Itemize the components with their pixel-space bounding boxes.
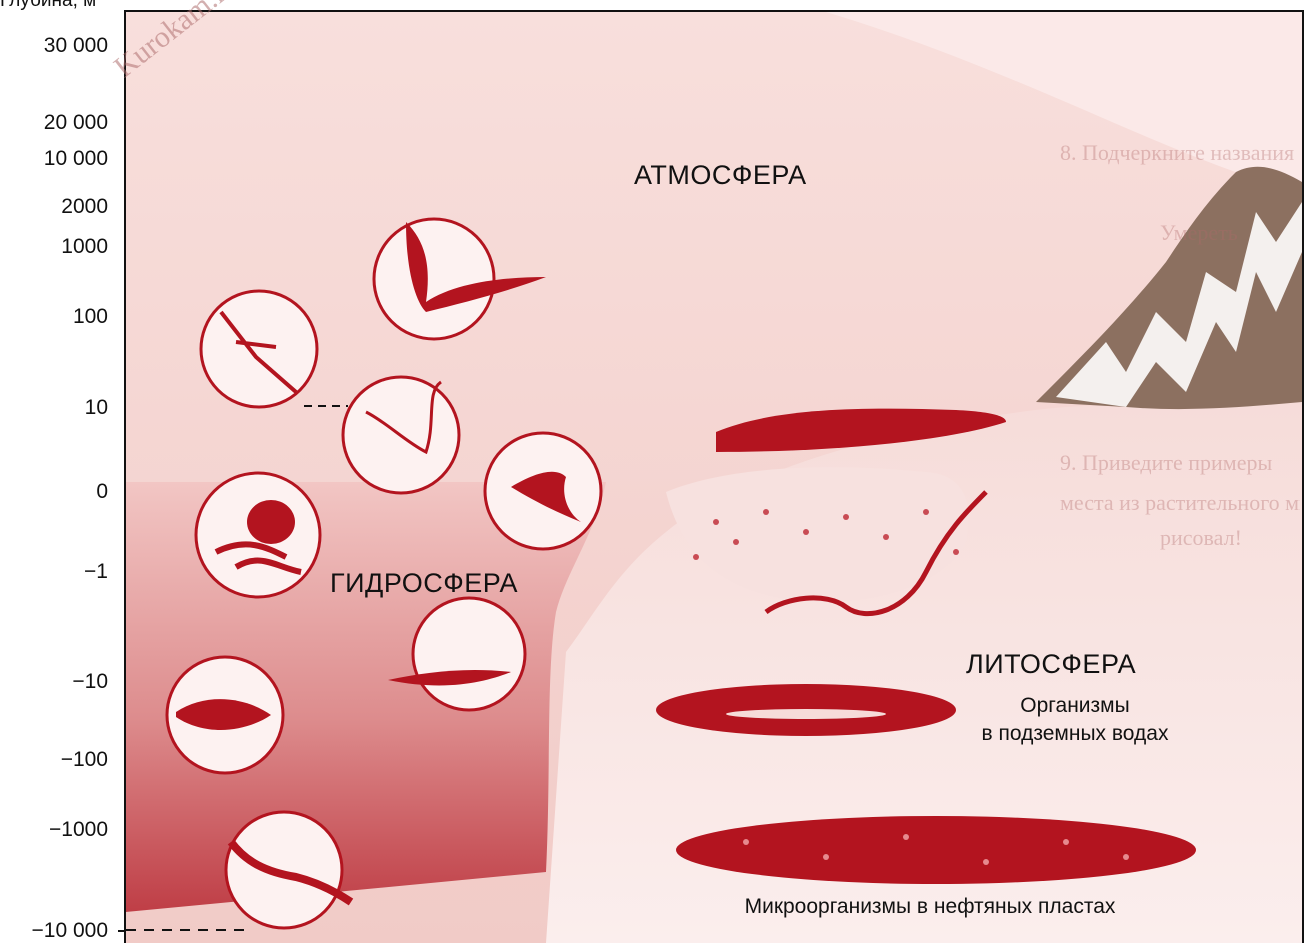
groundwater-caption-line-2: в подземных водах <box>930 720 1220 748</box>
atmosphere-label: АТМОСФЕРА <box>634 160 807 191</box>
axis-tick-label: −1 <box>0 560 108 584</box>
hydrosphere-label: ГИДРОСФЕРА <box>330 568 518 599</box>
axis-tick-label: −10 000 <box>0 919 108 943</box>
axis-tick-label: 20 000 <box>0 111 108 135</box>
depth-axis-title: Глубина, м <box>0 0 96 12</box>
diagram-frame <box>124 10 1304 943</box>
groundwater-caption-line-1: Организмы <box>930 692 1220 720</box>
axis-tick-label: 2000 <box>0 195 108 219</box>
axis-tick-label: 10 000 <box>0 147 108 171</box>
depth-axis-line <box>124 10 126 943</box>
groundwater-caption: Организмы в подземных водах <box>930 692 1220 748</box>
axis-tick-label: −1000 <box>0 818 108 842</box>
axis-tick-label: −100 <box>0 748 108 772</box>
axis-tick-label: 100 <box>0 305 108 329</box>
lithosphere-label: ЛИТОСФЕРА <box>966 649 1136 680</box>
axis-tick-label: 10 <box>0 396 108 420</box>
axis-tick-mark <box>118 930 126 932</box>
axis-tick-label: 1000 <box>0 235 108 259</box>
axis-tick-label: 30 000 <box>0 34 108 58</box>
oil-caption: Микроорганизмы в нефтяных пластах <box>660 893 1200 921</box>
axis-tick-label: −10 <box>0 670 108 694</box>
axis-tick-label: 0 <box>0 480 108 504</box>
